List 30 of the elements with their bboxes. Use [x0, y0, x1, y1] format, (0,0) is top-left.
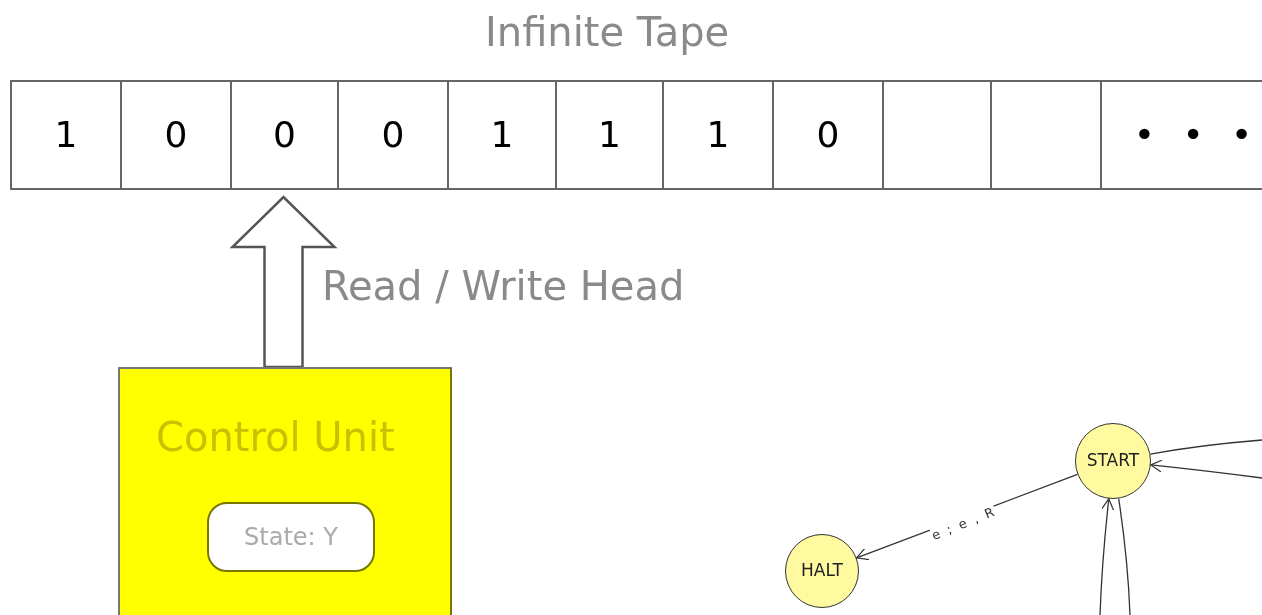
- arrow: [1150, 459, 1262, 479]
- cell-value: 1: [54, 113, 78, 157]
- cell-value: 0: [273, 113, 296, 157]
- tape-cell: [447, 80, 557, 190]
- control-unit-title: Control Unit: [156, 413, 395, 461]
- cell-value: 1: [706, 113, 730, 157]
- cell-value: 0: [816, 113, 840, 157]
- control-unit-box: [118, 367, 452, 615]
- arrow: [1099, 498, 1115, 615]
- ellipsis: • • •: [1132, 113, 1261, 157]
- hollow-arrow: [229, 195, 338, 369]
- cell-value: 0: [164, 113, 188, 157]
- state-label: State: Y: [244, 522, 338, 553]
- cell-value: 1: [490, 113, 514, 157]
- state-name: HALT: [801, 559, 843, 583]
- tape-cell: [337, 80, 449, 190]
- tape-title: Infinite Tape: [485, 8, 730, 56]
- tape-cell: [120, 80, 232, 190]
- state-name: START: [1086, 449, 1140, 473]
- tape-cell: [990, 80, 1102, 190]
- tape-cell: [10, 80, 122, 190]
- tape-cell: [1100, 80, 1262, 190]
- cell-value: 0: [381, 113, 405, 157]
- tape-cell: [555, 80, 664, 190]
- tape-cell: [882, 80, 992, 190]
- cell-value: 1: [598, 113, 621, 157]
- tape-cell: [662, 80, 774, 190]
- tape-cell: [230, 80, 339, 190]
- tape-cell: [772, 80, 884, 190]
- state-pill: [207, 502, 375, 572]
